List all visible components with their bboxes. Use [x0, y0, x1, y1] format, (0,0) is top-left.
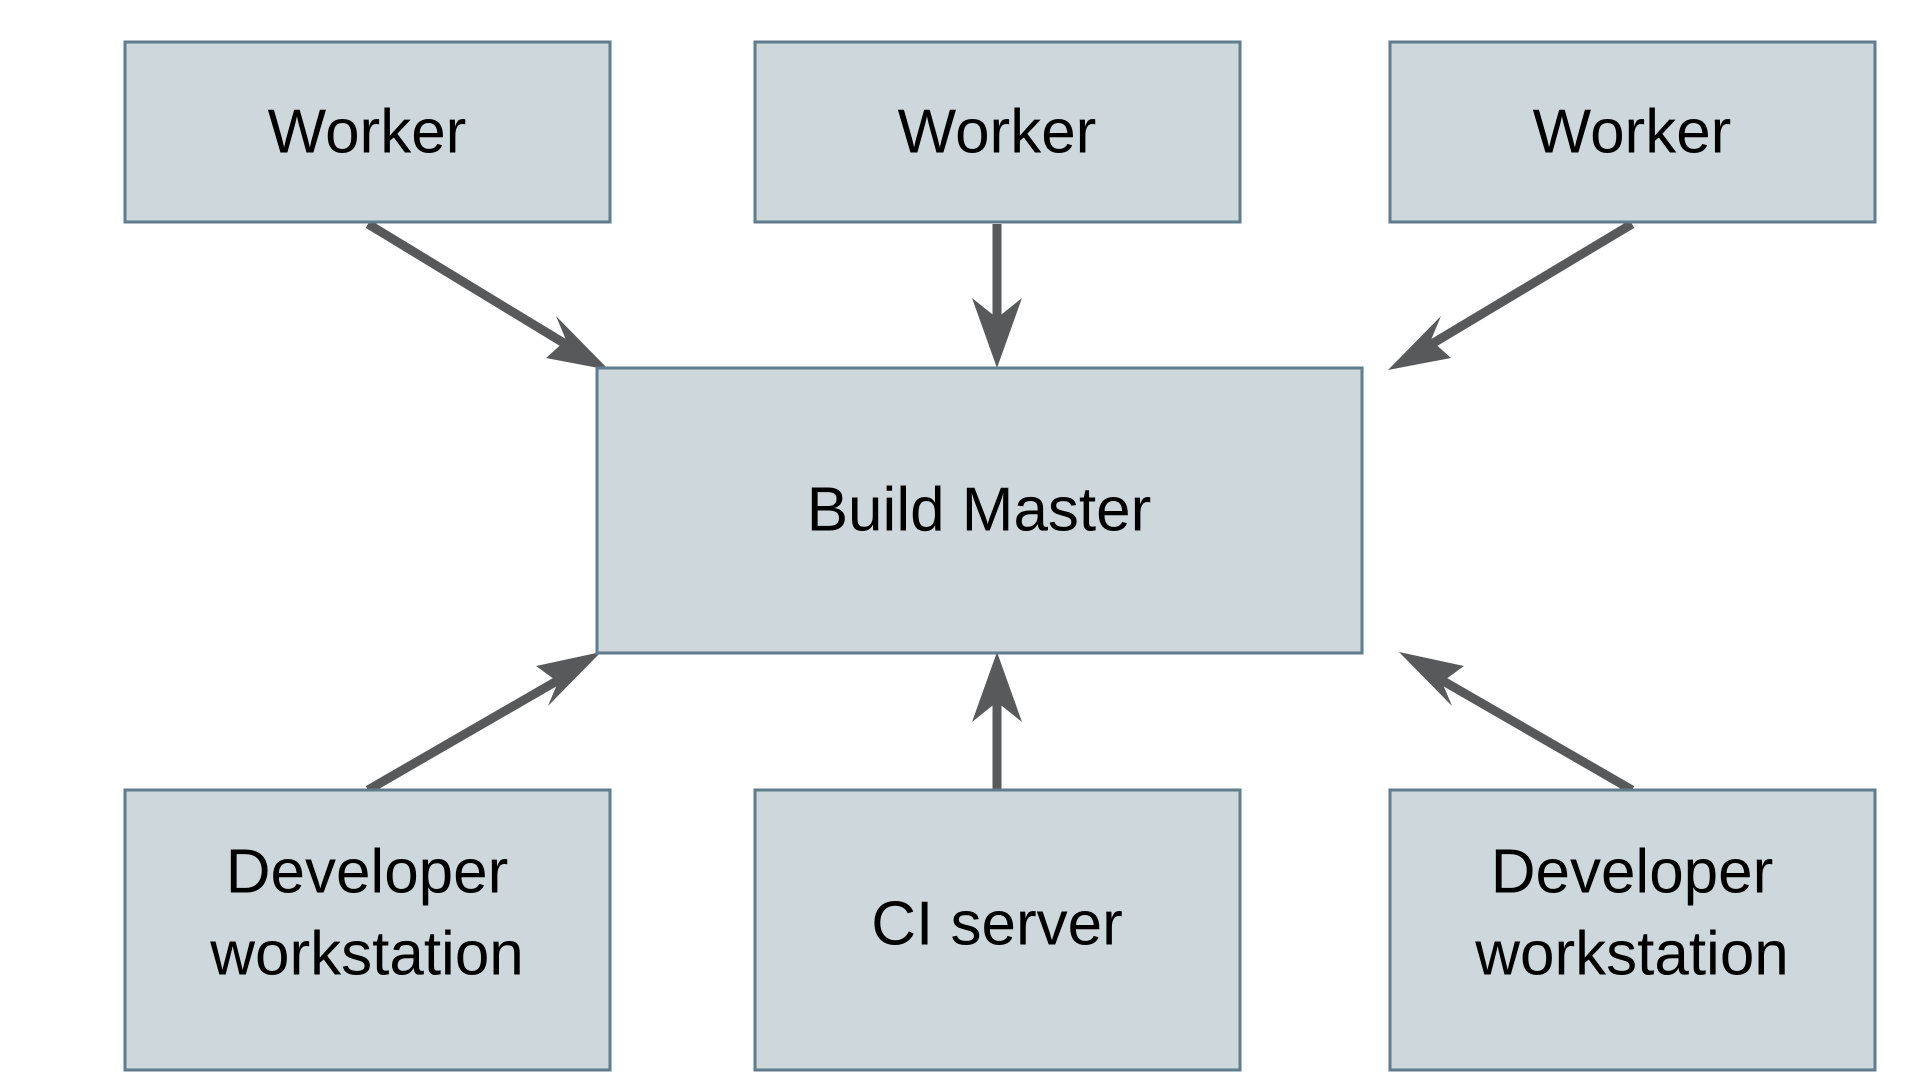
arrowhead-icon	[972, 298, 1022, 368]
nodes-layer: Worker Worker Worker Build Master Develo…	[123, 40, 1877, 1072]
arrowhead-icon	[1388, 316, 1451, 370]
node-box[interactable]	[123, 788, 612, 1072]
node-worker-2[interactable]: Worker	[753, 40, 1242, 224]
node-box[interactable]	[595, 366, 1364, 655]
edge-developer-workstation-right-to-build-master	[1399, 652, 1635, 794]
edge-worker-3-to-build-master	[1388, 220, 1635, 370]
node-label-line-1: Developer	[1491, 837, 1774, 906]
node-build-master[interactable]: Build Master	[595, 366, 1364, 655]
node-developer-workstation-right[interactable]: Developer workstation	[1388, 788, 1877, 1072]
node-label: Worker	[898, 97, 1097, 166]
edge-worker-2-to-build-master	[972, 224, 1022, 368]
node-label-line-1: Developer	[226, 837, 509, 906]
edges-layer	[365, 220, 1635, 794]
node-worker-1[interactable]: Worker	[123, 40, 612, 224]
node-ci-server[interactable]: CI server	[753, 788, 1242, 1072]
node-box[interactable]	[123, 40, 612, 224]
edge-line	[1435, 674, 1635, 794]
edge-ci-server-to-build-master	[972, 652, 1022, 790]
node-label-line-2: workstation	[209, 919, 524, 988]
node-worker-3[interactable]: Worker	[1388, 40, 1877, 224]
node-box[interactable]	[753, 788, 1242, 1072]
node-label-line-2: workstation	[1474, 919, 1789, 988]
edge-line	[365, 674, 565, 794]
node-box[interactable]	[753, 40, 1242, 224]
edge-worker-1-to-build-master	[365, 220, 609, 370]
edge-line	[365, 220, 575, 352]
node-label: CI server	[871, 889, 1122, 958]
arrowhead-icon	[972, 652, 1022, 722]
node-label: Build Master	[807, 475, 1152, 544]
node-developer-workstation-left[interactable]: Developer workstation	[123, 788, 612, 1072]
node-box[interactable]	[1388, 788, 1877, 1072]
node-box[interactable]	[1388, 40, 1877, 224]
arrowhead-icon	[536, 652, 601, 706]
node-label: Worker	[268, 97, 467, 166]
node-label: Worker	[1533, 97, 1732, 166]
arrowhead-icon	[546, 316, 609, 370]
arrowhead-icon	[1399, 652, 1464, 706]
edge-line	[1422, 220, 1635, 352]
edge-developer-workstation-left-to-build-master	[365, 652, 601, 794]
